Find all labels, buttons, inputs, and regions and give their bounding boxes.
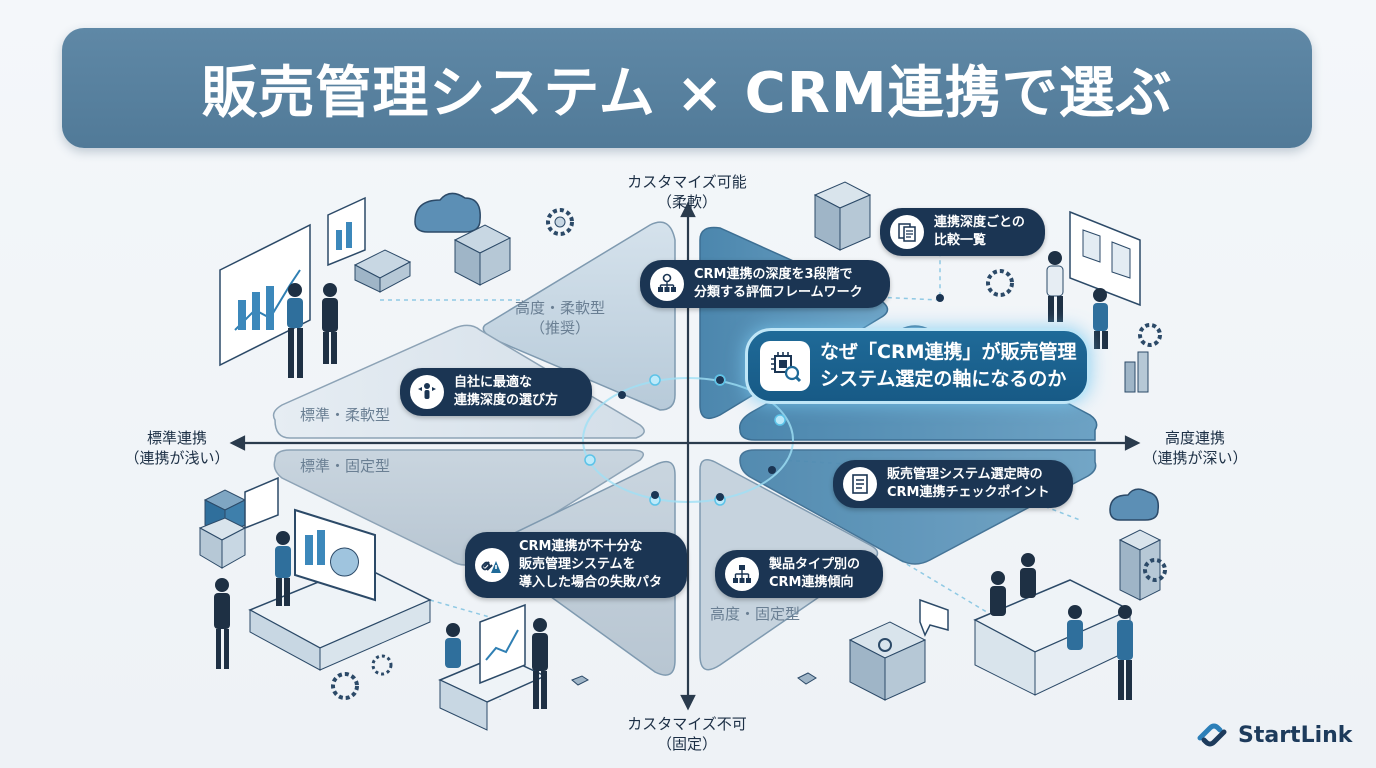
callout-product-type[interactable]: 製品タイプ別の CRM連携傾向 bbox=[715, 550, 883, 598]
axis-label-bottom: カスタマイズ不可 （固定） bbox=[627, 715, 747, 753]
axis-label-left: 標準連携 （連携が浅い） bbox=[124, 429, 230, 467]
callout-product-text: 製品タイプ別の CRM連携傾向 bbox=[769, 557, 861, 590]
logo-text: StartLink bbox=[1238, 722, 1353, 748]
callout-comparison[interactable]: 連携深度ごとの 比較一覧 bbox=[880, 208, 1045, 256]
quadrant-label-standard-flexible: 標準・柔軟型 bbox=[299, 406, 390, 424]
link-logo-icon bbox=[1197, 723, 1227, 747]
person-choice-icon bbox=[410, 375, 444, 409]
startlink-logo: StartLink bbox=[1192, 718, 1352, 752]
axis-label-top: カスタマイズ可能 （柔軟） bbox=[627, 173, 747, 211]
callout-choose-text: 自社に最適な 連携深度の選び方 bbox=[454, 375, 559, 408]
decor-cloud-servers bbox=[414, 192, 574, 286]
decor-right-top-presentation bbox=[1046, 210, 1162, 393]
axis-label-right: 高度連携 （連携が深い） bbox=[1142, 429, 1248, 467]
gear-network-icon bbox=[650, 267, 684, 301]
decor-right-bottom-workspace bbox=[797, 488, 1167, 701]
callout-failure-text: CRM連携が不十分な 販売管理システムを 導入した場合の失敗パタ bbox=[519, 539, 663, 590]
page-title: 販売管理システム × CRM連携で選ぶ bbox=[201, 60, 1173, 126]
decor-left-bottom-workspace bbox=[198, 476, 432, 700]
callout-framework[interactable]: CRM連携の深度を3段階で 分類する評価フレームワーク bbox=[640, 260, 890, 308]
callout-choose-depth[interactable]: 自社に最適な 連携深度の選び方 bbox=[400, 368, 592, 416]
hierarchy-icon bbox=[725, 557, 759, 591]
callout-checkpoint[interactable]: 販売管理システム選定時の CRM連携チェックポイント bbox=[833, 460, 1073, 508]
quadrant-label-advanced-fixed: 高度・固定型 bbox=[709, 605, 800, 623]
quadrant-label-advanced-flexible: 高度・柔軟型 （推奨） bbox=[514, 299, 605, 337]
callout-framework-text: CRM連携の深度を3段階で 分類する評価フレームワーク bbox=[694, 267, 863, 300]
callout-main-why-crm[interactable]: なぜ「CRM連携」が販売管理 システム選定の軸になるのか bbox=[745, 328, 1090, 404]
title-banner: 販売管理システム × CRM連携で選ぶ bbox=[62, 28, 1312, 148]
connector-dots bbox=[618, 294, 944, 501]
decor-bottom-mid-workspace bbox=[438, 603, 589, 731]
chip-magnifier-icon bbox=[760, 341, 810, 391]
callout-failure[interactable]: CRM連携が不十分な 販売管理システムを 導入した場合の失敗パタ bbox=[465, 532, 687, 598]
callout-main-text: なぜ「CRM連携」が販売管理 システム選定の軸になるのか bbox=[820, 341, 1077, 390]
broken-link-warning-icon bbox=[475, 548, 509, 582]
quadrant-label-standard-fixed: 標準・固定型 bbox=[299, 457, 390, 475]
callout-comparison-text: 連携深度ごとの 比較一覧 bbox=[934, 215, 1025, 248]
documents-icon bbox=[890, 215, 924, 249]
decor-left-top-workspace bbox=[219, 196, 412, 378]
decor-server-stack-top bbox=[813, 181, 1014, 297]
callout-checkpoint-text: 販売管理システム選定時の CRM連携チェックポイント bbox=[887, 467, 1050, 500]
checklist-icon bbox=[843, 467, 877, 501]
